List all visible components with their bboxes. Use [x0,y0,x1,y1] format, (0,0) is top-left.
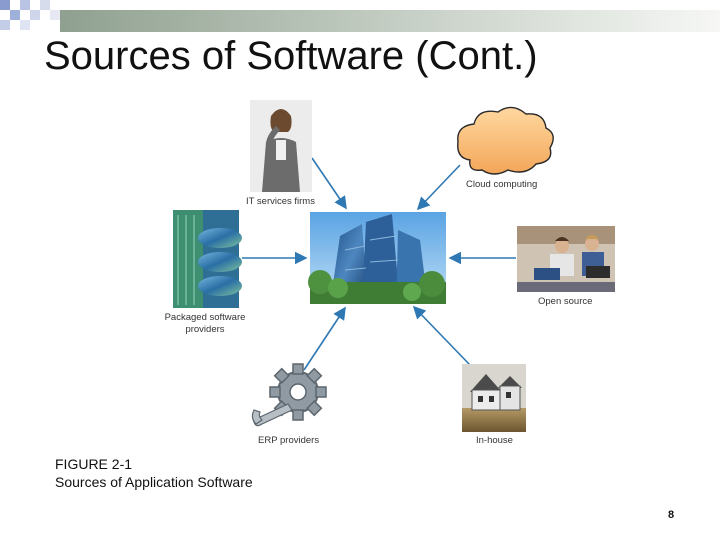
gear-wrench-icon [251,363,327,427]
house-photo [462,364,526,432]
title-bar-decoration [0,0,720,34]
businesswoman-photo [250,100,312,192]
checker-pattern [0,0,60,30]
arrow-in-house [412,305,471,366]
label-in-house: In-house [476,435,513,446]
page-number: 8 [668,509,675,521]
label-open-source: Open source [538,296,593,307]
label-erp-providers: ERP providers [258,435,320,446]
label-cloud-computing: Cloud computing [466,179,538,190]
figure-caption-text: Sources of Application Software [55,474,253,490]
label-packaged-software-providers: Packaged software providers [162,312,248,336]
label-it-services-firms: IT services firms [246,196,315,207]
arrows [242,157,516,371]
label-packaged-line2: providers [185,324,225,335]
software-discs-photo [173,210,242,308]
slide-title: Sources of Software (Cont.) [44,34,538,78]
arrow-cloud [416,164,461,211]
figure-number: FIGURE 2-1 [55,456,133,472]
office-building-photo [308,212,446,304]
cloud-shape [457,106,554,175]
title-gradient-band [60,10,720,32]
figure-caption: FIGURE 2-1 Sources of Application Softwa… [55,455,253,491]
arrow-it-services [311,157,347,210]
students-laptops-photo [517,226,615,292]
label-packaged-line1: Packaged software [164,312,246,323]
arrow-erp [303,306,346,371]
